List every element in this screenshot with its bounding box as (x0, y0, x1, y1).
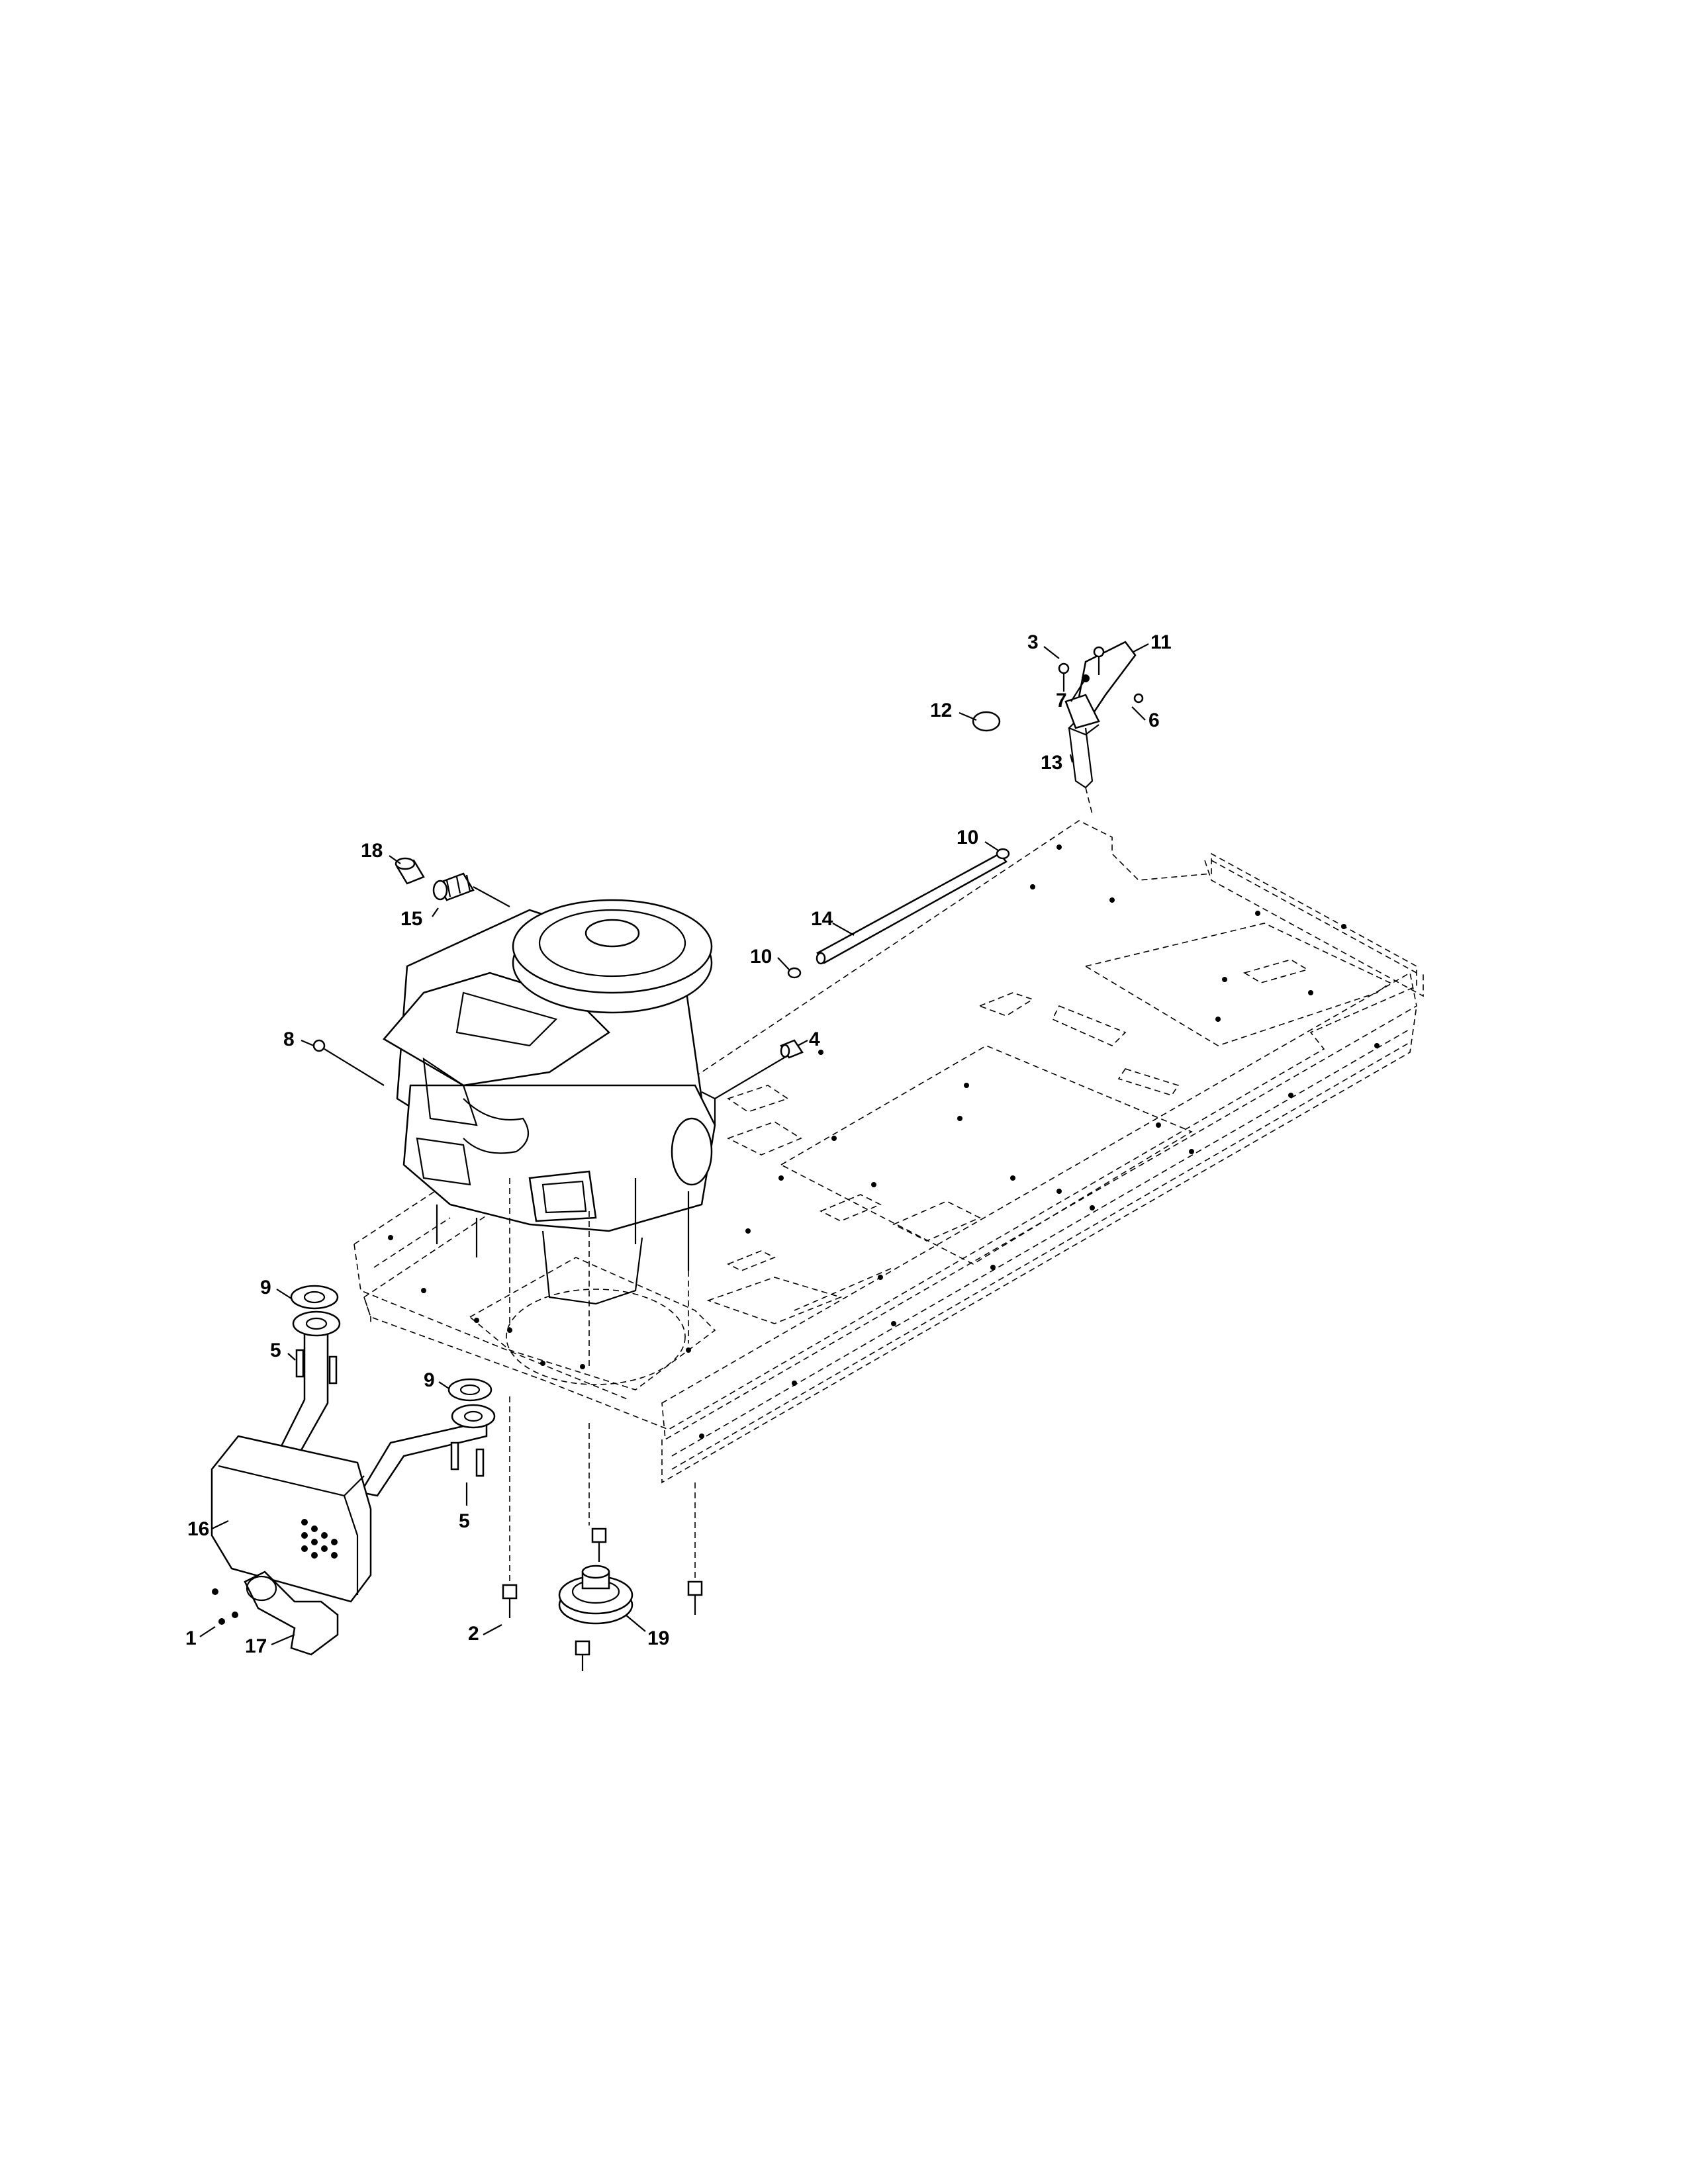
part-9-gasket-left (290, 1285, 339, 1310)
callout-5-left: 5 (270, 1340, 281, 1361)
callout-10-lower: 10 (750, 946, 772, 968)
callout-18: 18 (361, 840, 383, 862)
part-3-screw (1058, 646, 1105, 692)
callout-15: 15 (400, 908, 422, 930)
engine (383, 899, 716, 1370)
callout-2: 2 (468, 1623, 479, 1645)
part-12-plug (972, 711, 1001, 732)
part-1-screw (212, 1588, 238, 1625)
leader-lines (199, 643, 1149, 1646)
callout-16: 16 (187, 1518, 209, 1540)
callout-6: 6 (1149, 709, 1160, 731)
part-17-deflector (244, 1570, 339, 1656)
callout-11: 11 (1150, 631, 1172, 653)
callout-17: 17 (245, 1635, 267, 1657)
part-15-fitting (432, 872, 510, 907)
part-2-bolt (502, 1396, 703, 1671)
part-11-lever (1064, 641, 1137, 736)
part-7-washer (1082, 674, 1090, 682)
part-16-muffler (211, 1310, 496, 1603)
part-13-cable (1068, 727, 1094, 815)
callout-10-upper: 10 (957, 827, 978, 848)
callout-13: 13 (1041, 752, 1062, 774)
callout-19: 19 (647, 1627, 669, 1649)
part-10-clip-upper (996, 848, 1010, 860)
callout-12: 12 (930, 700, 952, 721)
part-6-nut (1133, 693, 1144, 704)
part-5-bolt-left (295, 1349, 338, 1385)
part-10-clip-lower (787, 967, 802, 979)
part-5-bolt-right (450, 1441, 485, 1477)
callout-8: 8 (283, 1028, 295, 1050)
part-8-nut (312, 1039, 385, 1086)
callout-9-right: 9 (424, 1369, 435, 1391)
callout-7: 7 (1056, 690, 1067, 711)
callout-14: 14 (811, 908, 833, 930)
part-9-gasket-right (447, 1378, 492, 1402)
callout-5-right: 5 (459, 1510, 470, 1532)
part-4-fitting (714, 1039, 804, 1099)
callout-labels: 3 11 12 7 6 13 10 18 14 15 10 8 4 9 5 9 … (185, 631, 1172, 1657)
part-14-rod (816, 852, 1008, 965)
frame-chassis (353, 820, 1424, 1484)
callout-1: 1 (185, 1627, 197, 1649)
callout-4: 4 (809, 1028, 820, 1050)
callout-9-left: 9 (260, 1277, 271, 1298)
callout-3: 3 (1027, 631, 1039, 653)
part-18-bushing (395, 857, 425, 885)
part-19-pulley (558, 1565, 633, 1625)
